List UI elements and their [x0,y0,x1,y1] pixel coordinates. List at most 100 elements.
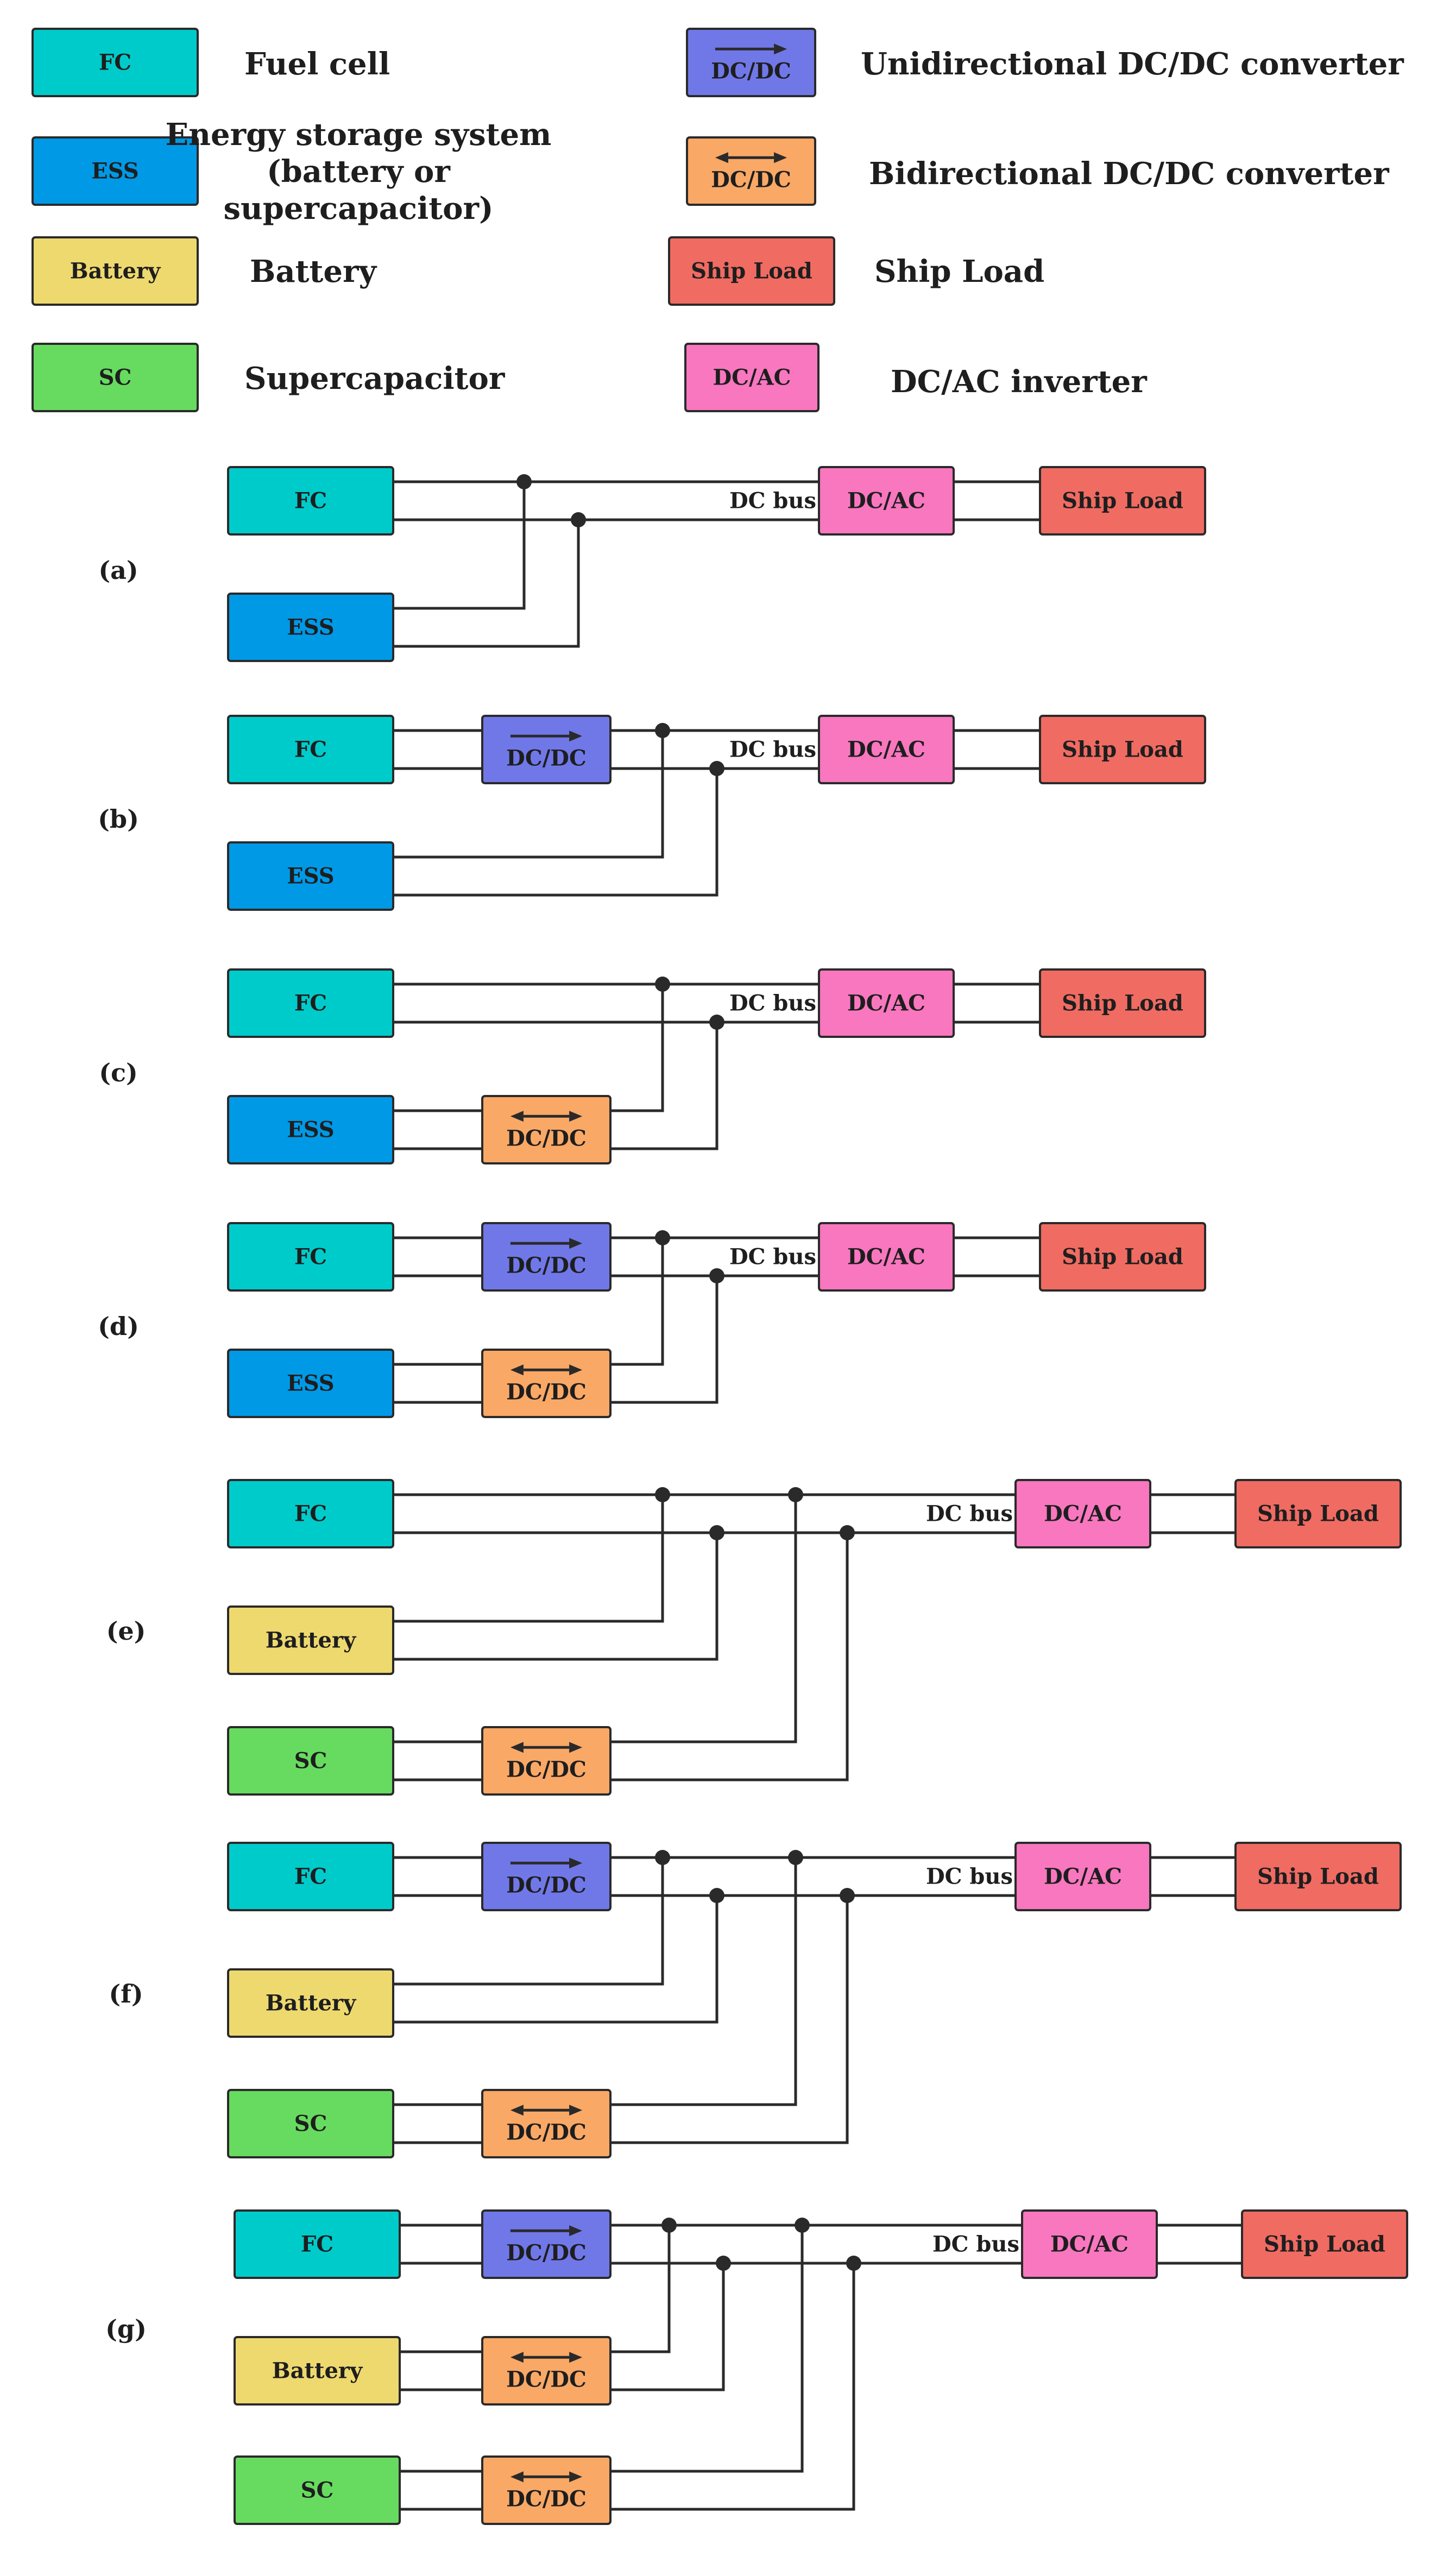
panel-label: (a) [98,556,138,585]
fc-block-label: FC [294,1501,327,1527]
bidirectional-dcdc-block: DC/DC [481,1095,612,1164]
ship-load-block-box [1039,466,1206,536]
legend-description: DC/AC inverter [891,364,1148,400]
legend-symbol-battery-box [31,236,199,306]
bidirectional-dcdc-block: DC/DC [481,2455,612,2525]
battery-block-label: Battery [266,1991,357,2016]
legend-symbol-ship-load: Ship Load [668,236,835,306]
legend-item-dcac: DC/AC DC/AC inverter [684,343,1148,412]
unidirectional-dcdc-block-label: DC/DC [506,1253,587,1279]
ess-block: ESS [227,1349,394,1418]
junction-dot [788,1850,803,1865]
legend-description: Battery [250,254,377,289]
bidirectional-dcdc-block-box [481,1726,612,1796]
junction-dot [655,1230,670,1245]
legend-symbol-ship-load-label: Ship Load [691,259,812,284]
bidirectional-arrow-icon [510,2352,583,2363]
ess-block-label: ESS [287,615,334,640]
ess-block: ESS [227,1095,394,1164]
panel-label: (g) [105,2314,147,2344]
dcac-block-label: DC/AC [847,991,925,1016]
legend-symbol-dcac: DC/AC [684,343,820,412]
bidirectional-arrow-icon [510,2105,583,2116]
sc-block: SC [227,1726,394,1796]
sc-feeder-negative [610,1896,849,2144]
dc-bus-label: DC bus [729,488,816,514]
unidirectional-dcdc-block-box [481,1842,612,1911]
legend-symbol-uni-dcdc: DC/DC [686,28,816,97]
dcac-block-box [1021,2209,1158,2279]
legend-symbol-battery-label: Battery [70,259,161,284]
ship-load-block: Ship Load [1241,2209,1408,2279]
bidirectional-dcdc-block-label: DC/DC [506,1126,587,1151]
ess-block-label: ESS [287,1371,334,1396]
ess-block-label: ESS [287,864,334,889]
unidirectional-dcdc-block-label: DC/DC [506,1873,587,1898]
legend-symbol-sc: SC [31,343,199,412]
sc-block-box [227,2089,394,2158]
fc-block-box [227,1222,394,1292]
unidirectional-arrow-icon [510,731,583,742]
bidirectional-dcdc-block: DC/DC [481,2336,612,2406]
fc-block-box [227,1479,394,1548]
legend-symbol-sc-label: SC [99,365,132,391]
battery-block-box [227,1968,394,2038]
bidirectional-arrow-icon [715,152,787,163]
ess-block-box [227,1349,394,1418]
unidirectional-dcdc-block: DC/DC [481,2209,612,2279]
sc-block-label: SC [294,2111,327,2137]
bidirectional-dcdc-block-label: DC/DC [506,1380,587,1405]
ess-feeder-negative [610,1022,718,1150]
unidirectional-arrow-icon [715,43,787,55]
legend-symbol-dcac-label: DC/AC [713,365,791,391]
unidirectional-dcdc-block-box [481,1222,612,1292]
junction-dot [709,1268,724,1283]
ess-feeder-negative [610,1276,718,1404]
bidirectional-arrow-icon [510,1364,583,1376]
dcac-block-box [1014,1842,1151,1911]
bidirectional-dcdc-block-box [481,2336,612,2406]
fc-block: FC [227,1842,394,1911]
ess-feeder-positive [610,1238,664,1366]
ess-feeder-positive [610,984,664,1112]
panel-label: (b) [98,804,139,834]
panel-label: (c) [99,1058,138,1087]
ship-load-block-box [1234,1479,1402,1548]
legend-symbol-bi-dcdc: DC/DC [686,136,816,206]
legend-description: Bidirectional DC/DC converter [869,156,1390,192]
dcac-block-label: DC/AC [1044,1501,1122,1527]
battery-block-box [234,2336,401,2406]
dc-bus-label: DC bus [926,1501,1013,1527]
dcac-block-box [1014,1479,1151,1548]
legend-description-line: Energy storage system [166,117,552,153]
unidirectional-dcdc-block-label: DC/DC [506,2240,587,2266]
junction-dot [571,512,586,527]
legend-symbol-ess-label: ESS [91,159,138,184]
panel-label: (e) [106,1616,146,1646]
battery-feeder-negative [393,1896,718,2024]
legend-item-battery: Battery Battery [31,236,377,306]
ess-feeder-negative [393,769,718,897]
legend-description-line: (battery or [267,154,451,190]
ship-load-block-label: Ship Load [1257,1501,1379,1527]
ess-block-box [227,593,394,662]
fc-block-label: FC [294,1864,327,1890]
battery-block: Battery [234,2336,401,2406]
dcac-block-label: DC/AC [847,737,925,763]
battery-block: Battery [227,1968,394,2038]
bidirectional-dcdc-block-box [481,1095,612,1164]
ship-load-block-label: Ship Load [1062,991,1183,1016]
sc-block-label: SC [301,2478,334,2503]
dcac-block: DC/AC [818,1222,955,1292]
ship-load-block-label: Ship Load [1062,737,1183,763]
ship-load-block-box [1234,1842,1402,1911]
ship-load-block: Ship Load [1234,1842,1402,1911]
dcac-block-box [818,968,955,1038]
ship-load-block-label: Ship Load [1062,1244,1183,1270]
